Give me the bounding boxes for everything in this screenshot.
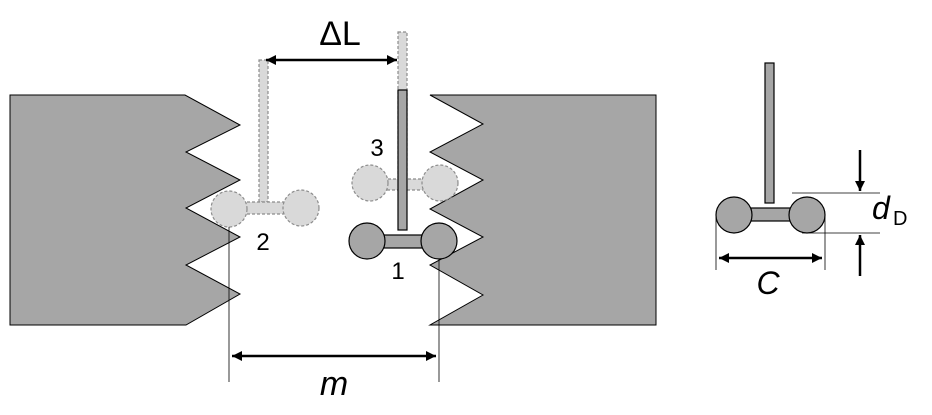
d-label: d [872,190,891,226]
position-3-label: 3 [370,135,383,162]
right-wall [428,94,657,326]
position-2-label: 2 [256,229,269,256]
reference-probe [715,62,826,234]
d-subscript-label: D [893,208,907,230]
left-wall [9,94,242,326]
m-label: m [320,365,348,403]
ghost-probe-position-2 [210,59,320,228]
probe-position-1 [348,89,458,260]
c-label: C [756,265,780,301]
extension-lines [228,192,880,382]
position-1-label: 1 [391,258,404,285]
delta-l-label: ΔL [319,15,361,53]
